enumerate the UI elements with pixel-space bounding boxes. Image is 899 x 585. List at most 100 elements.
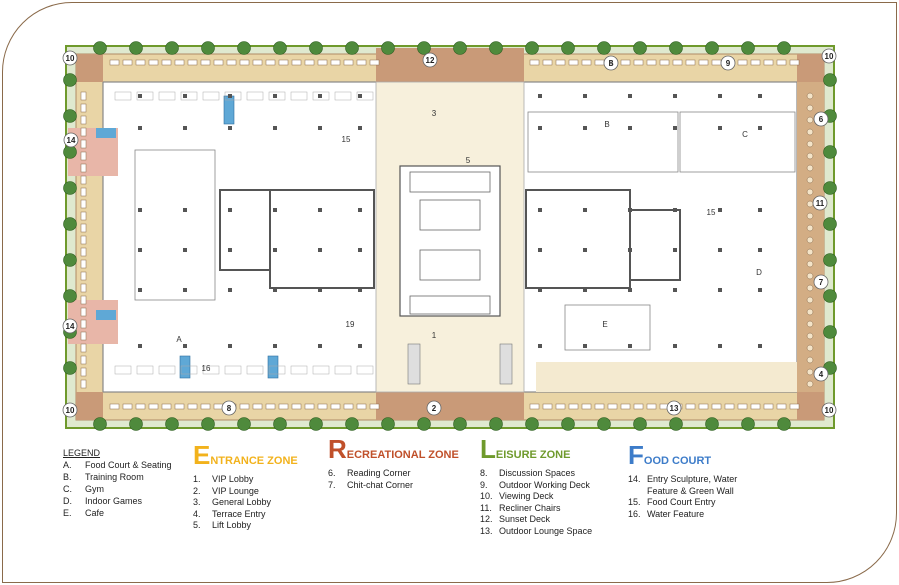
recliner-chair <box>806 380 814 388</box>
column <box>758 94 762 98</box>
deck-bench <box>135 403 146 410</box>
tree <box>201 41 215 55</box>
deck-bench <box>763 403 774 410</box>
escalator-left <box>407 343 421 385</box>
deck-bench <box>529 59 540 66</box>
callout-circle <box>821 402 837 418</box>
room-label: 5 <box>466 156 471 165</box>
dining-table <box>180 365 198 375</box>
column <box>628 94 632 98</box>
zone-item: 5.Lift Lobby <box>193 520 298 532</box>
deck-bench <box>291 403 302 410</box>
callout-label: 14 <box>66 322 75 331</box>
zone-item-number: 13. <box>480 525 493 536</box>
recliner-chair <box>806 140 814 148</box>
recliner-chair <box>806 224 814 232</box>
room-label: D <box>756 268 762 277</box>
column <box>228 94 232 98</box>
column-grid <box>138 94 762 348</box>
callout-circle <box>62 50 78 66</box>
sunset-deck <box>376 48 524 82</box>
column <box>538 344 542 348</box>
column <box>318 126 322 130</box>
dining-table <box>158 91 176 101</box>
recliner-chair <box>806 284 814 292</box>
recliner-chair <box>806 92 814 100</box>
corner-terrace-nw <box>76 54 103 82</box>
zone-item: 8.Discussion Spaces <box>480 468 592 480</box>
column <box>673 344 677 348</box>
dining-table <box>224 91 242 101</box>
deck-bench <box>685 403 696 410</box>
column <box>358 208 362 212</box>
deck-bench <box>80 319 87 329</box>
column <box>358 344 362 348</box>
deck-bench <box>226 59 237 66</box>
dining-table <box>246 365 264 375</box>
deck-bench <box>80 343 87 353</box>
recliner-chair <box>806 200 814 208</box>
callout-circle <box>221 400 237 416</box>
deck-bench <box>80 127 87 137</box>
deck-bench <box>304 403 315 410</box>
deck-bench <box>109 403 120 410</box>
deck-bench <box>122 403 133 410</box>
deck-bench <box>750 59 761 66</box>
column <box>228 288 232 292</box>
column <box>138 248 142 252</box>
zone-item: 3.General Lobby <box>193 497 298 509</box>
recliner-chair <box>806 320 814 328</box>
recliner-chair <box>806 152 814 160</box>
zone-item-number: 11. <box>480 502 492 513</box>
deck-bench <box>568 403 579 410</box>
deck-bench <box>633 59 644 66</box>
deck-bench <box>80 163 87 173</box>
callout-label: 9 <box>726 59 731 68</box>
recliner-chair <box>806 308 814 316</box>
column <box>183 94 187 98</box>
recliner-chair <box>806 344 814 352</box>
column <box>583 344 587 348</box>
column <box>673 248 677 252</box>
deck-bench <box>80 307 87 317</box>
training-room <box>527 111 679 173</box>
deck-bench <box>135 59 146 66</box>
deck-bench <box>646 59 657 66</box>
deck-bench <box>265 59 276 66</box>
deck-bench <box>698 403 709 410</box>
deck-bench <box>187 59 198 66</box>
zone-item: 16.Water Feature <box>628 509 737 521</box>
callout-label: 10 <box>825 406 834 415</box>
legend-text: Indoor Games <box>85 496 143 506</box>
tree <box>823 73 837 87</box>
deck-bench <box>698 59 709 66</box>
deck-bench <box>80 199 87 209</box>
zone-item-number: 6. <box>328 468 336 478</box>
room-label: B <box>604 120 609 129</box>
deck-bench <box>633 403 644 410</box>
zone-food-title: FOOD COURT <box>628 442 737 474</box>
room-label: 3 <box>432 109 437 118</box>
lift-bank-top <box>409 171 491 193</box>
dining-table <box>114 365 132 375</box>
deck-bench <box>356 403 367 410</box>
tree <box>63 145 77 159</box>
callout-label: 7 <box>819 278 824 287</box>
column <box>318 288 322 292</box>
callout-circle <box>813 274 829 290</box>
column <box>628 208 632 212</box>
dining-table <box>334 91 352 101</box>
callout-label: 6 <box>819 115 824 124</box>
deck-bench <box>252 403 263 410</box>
tree <box>823 289 837 303</box>
column <box>718 94 722 98</box>
deck-bench <box>161 403 172 410</box>
recliner-chair <box>806 356 814 364</box>
deck-bench <box>356 59 367 66</box>
tree <box>823 181 837 195</box>
zone-item-text: Reading Corner <box>347 468 411 478</box>
tree <box>165 417 179 431</box>
deck-bench <box>278 59 289 66</box>
